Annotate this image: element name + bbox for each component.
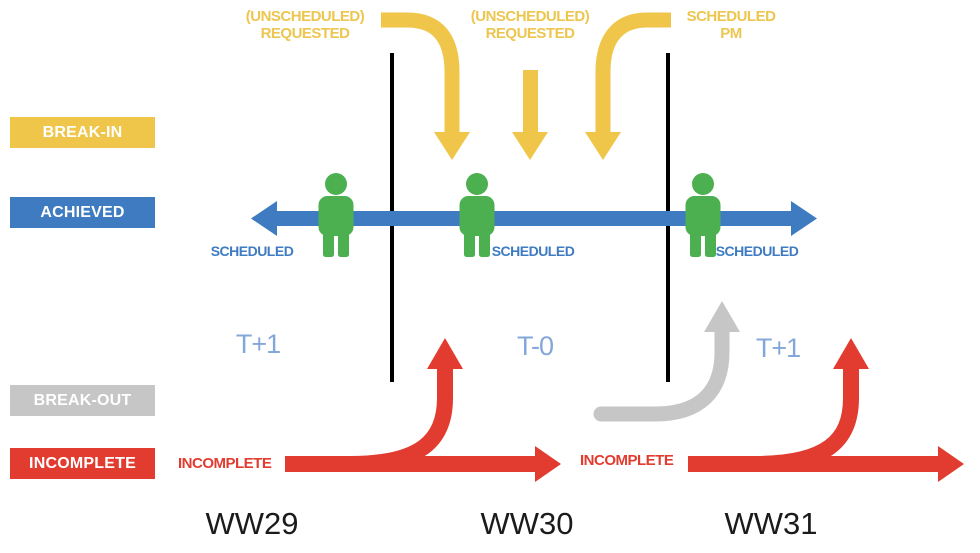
top-label-line1: SCHEDULED — [686, 8, 776, 25]
arrow-head-right — [938, 446, 964, 482]
t-offset-label-ww31: T+1 — [755, 333, 801, 363]
arrow-head-left — [251, 201, 277, 236]
person-icon — [318, 173, 354, 257]
legend-break-in-label: BREAK-IN — [42, 123, 123, 141]
arrow-head-right — [791, 201, 817, 236]
break-in-arrow-unscheduled-ww30 — [512, 70, 548, 160]
legend-break-out-label: BREAK-OUT — [33, 391, 132, 409]
t-offset-label-ww29: T+1 — [235, 329, 281, 359]
scheduled-label-ww29: SCHEDULED — [210, 243, 294, 259]
break-in-arrow-scheduled-pm — [585, 12, 671, 160]
legend-achieved: ACHIEVED — [10, 197, 155, 228]
arrow-head-right — [535, 446, 561, 482]
top-label-line1: (UNSCHEDULED) — [245, 8, 365, 25]
scheduled-label-ww31: SCHEDULED — [715, 243, 799, 259]
arrow-head-up — [427, 338, 463, 369]
week-label-ww31: WW31 — [724, 506, 818, 541]
arrow-head-up — [833, 338, 869, 369]
break-in-source-label-pm: SCHEDULED PM — [687, 8, 776, 42]
break-in-source-label-ww30: (UNSCHEDULED) REQUESTED — [471, 8, 590, 42]
legend-incomplete: INCOMPLETE — [10, 448, 155, 479]
break-in-arrow-unscheduled-ww29 — [381, 12, 470, 160]
top-label-line2: PM — [720, 25, 742, 42]
top-label-line1: (UNSCHEDULED) — [470, 8, 590, 25]
legend-achieved-label: ACHIEVED — [40, 203, 125, 221]
week-label-ww29: WW29 — [205, 506, 299, 541]
scheduled-label-ww30: SCHEDULED — [491, 243, 575, 259]
legend-break-in: BREAK-IN — [10, 117, 155, 148]
t-offset-label-ww30: T-0 — [516, 331, 554, 361]
incomplete-arrow-ww31 — [688, 338, 964, 482]
achieved-timeline-arrow — [251, 201, 817, 236]
break-out-arrow — [593, 301, 740, 422]
week-label-ww30: WW30 — [480, 506, 574, 541]
legend-incomplete-label: INCOMPLETE — [29, 454, 136, 472]
top-label-line2: REQUESTED — [485, 25, 575, 42]
incomplete-label-ww31: INCOMPLETE — [580, 452, 674, 469]
legend-break-out: BREAK-OUT — [10, 385, 155, 416]
incomplete-label-ww29: INCOMPLETE — [178, 455, 272, 472]
top-label-line2: REQUESTED — [260, 25, 350, 42]
person-icon — [685, 173, 721, 257]
break-in-source-label-ww29: (UNSCHEDULED) REQUESTED — [246, 8, 365, 42]
incomplete-arrow-ww30 — [285, 338, 561, 482]
person-icon — [459, 173, 495, 257]
